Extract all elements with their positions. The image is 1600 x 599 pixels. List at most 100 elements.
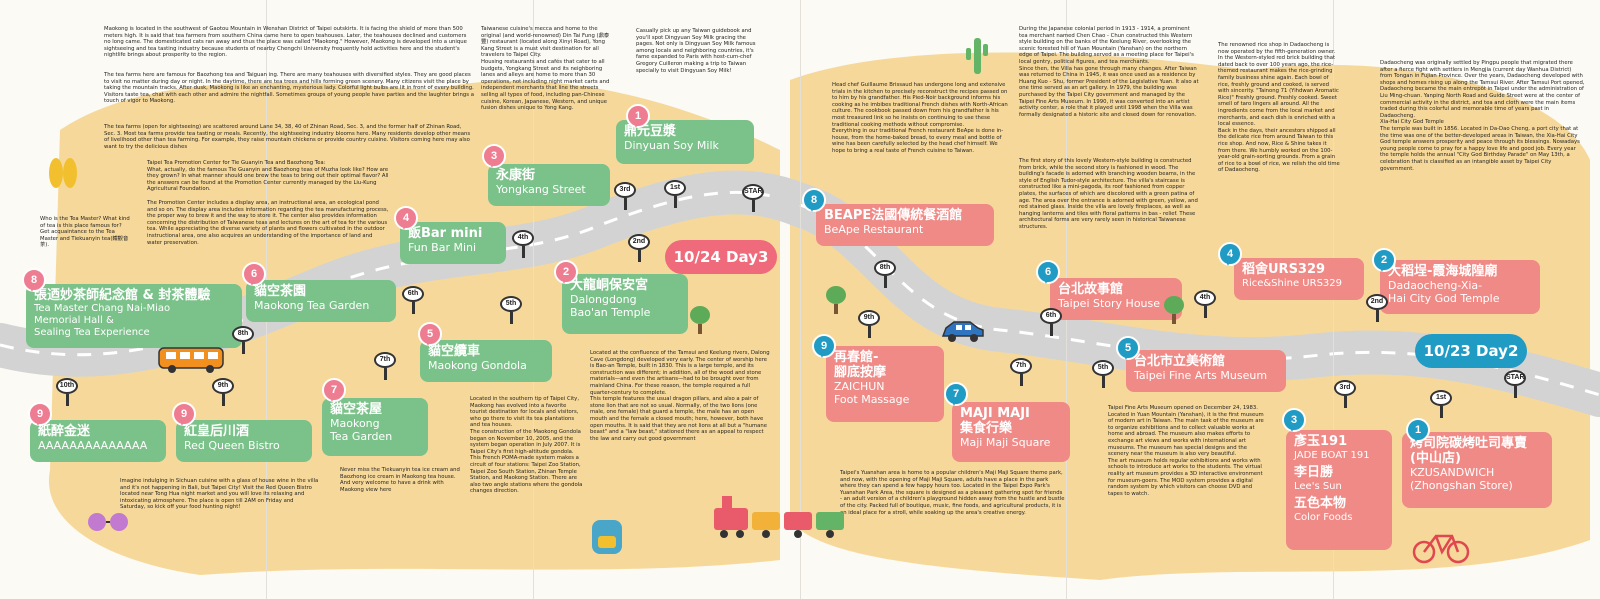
day2-badge: 10/23 Day2 (1415, 334, 1527, 368)
spot-name-en: Maokong Tea Garden (330, 417, 393, 443)
text-red-queen: Imagine indulging in Sichuan cuisine wit… (120, 478, 319, 511)
map-pin-7[interactable]: 7 (322, 378, 346, 402)
spot-name-zh: 再春館- 腳底按摩 (834, 350, 887, 380)
map-pin-2[interactable]: 2 (554, 260, 578, 284)
text-baoan-temple: Located at the confluence of the Tamsui … (590, 350, 770, 442)
spot-baoan-temple[interactable]: 大龍峒保安宮 Dalongdong Bao'an Temple (562, 274, 688, 334)
spot-name-en: ZAICHUN Foot Massage (834, 380, 910, 406)
spot-zhizui-jinmi[interactable]: 紙醉金迷 AAAAAAAAAAAAAA (30, 420, 166, 462)
stop-sign-star: STAR (742, 184, 764, 214)
map-pin-day2-4[interactable]: 4 (1218, 242, 1242, 266)
map-pin-6[interactable]: 6 (242, 262, 266, 286)
text-rice-shop: The renowned rice shop in Dadaocheng is … (1218, 42, 1340, 174)
spot-name-zh: BEAPE法國傳統餐酒館 (824, 208, 963, 223)
day3-badge: 10/24 Day3 (665, 240, 777, 274)
spot-name-en: Taipei Fine Arts Museum (1134, 369, 1268, 382)
spot-yongkang-street[interactable]: 永康街 Yongkang Street (488, 164, 610, 206)
map-pin-5[interactable]: 5 (418, 322, 442, 346)
stop-sign-6th: 6th (402, 286, 424, 316)
bicycle-icon (1412, 534, 1470, 564)
map-pin-day2-8[interactable]: 8 (802, 188, 826, 212)
spot-zaichun-massage[interactable]: 再春館- 腳底按摩 ZAICHUN Foot Massage (826, 346, 944, 422)
text-maji-maji: Taipei's Yuanshan area is home to a popu… (840, 470, 1065, 516)
map-pin-4[interactable]: 4 (394, 206, 418, 230)
spot-name-zh: 貓空茶園 (254, 284, 307, 299)
stop-sign-3rd-day2: 3rd (1334, 380, 1356, 410)
spot-name-en: Maji Maji Square (960, 436, 1051, 449)
text-tea-master: Who is the Tea Master? What kind of tea … (40, 216, 130, 249)
tree-icon (690, 306, 710, 334)
map-pin-day2-2[interactable]: 2 (1372, 248, 1396, 272)
spot-name-zh: 稻舍URS329 (1242, 262, 1326, 277)
stop-sign-10th: 10th (56, 378, 78, 408)
text-story-house-2: The first story of this lovely Western-s… (1019, 158, 1198, 230)
spot-name-en: Color Foods (1294, 512, 1353, 523)
spot-beape[interactable]: BEAPE法國傳統餐酒館 BeApe Restaurant (816, 204, 994, 246)
spot-name-zh: 五色本物 (1294, 496, 1347, 511)
text-maokong: Maokong is located in the southwest of G… (104, 26, 467, 59)
map-pin-day2-1[interactable]: 1 (1406, 418, 1430, 442)
spot-maokong-gondola[interactable]: 貓空纜車 Maokong Gondola (420, 340, 552, 382)
stop-sign-star-day2: STAR (1504, 370, 1526, 400)
map-pin-8[interactable]: 8 (22, 268, 46, 292)
spot-maokong-tea-house[interactable]: 貓空茶屋 Maokong Tea Garden (322, 398, 428, 456)
stop-sign-9th: 9th (212, 378, 234, 408)
map-pin-day2-6[interactable]: 6 (1036, 260, 1060, 284)
stop-sign-4th: 4th (512, 230, 534, 260)
text-beape: Head chef Guillaume Brissaud has undergo… (832, 82, 1008, 154)
spot-name-zh: 彥玉191 (1294, 434, 1348, 449)
text-tiekuanyin: Never miss the Tiekuanyin tea ice cream … (340, 467, 460, 493)
spot-name-zh: 紙醉金迷 (38, 424, 91, 439)
tree-icon (1164, 296, 1184, 324)
spot-name-en: Dinyuan Soy Milk (624, 139, 719, 152)
spot-story-house[interactable]: 台北故事館 Taipei Story House (1050, 278, 1182, 320)
spot-xiahai-temple[interactable]: 大稻埕-霞海城隍廟 Dadaocheng-Xia- Hai City God T… (1380, 260, 1540, 314)
spot-fine-arts-museum[interactable]: 台北市立美術館 Taipei Fine Arts Museum (1126, 350, 1286, 392)
spot-name-en: Maokong Gondola (428, 359, 527, 372)
spot-name-zh: 台北市立美術館 (1134, 354, 1226, 369)
pin-number: 4 (394, 206, 418, 230)
map-pin-day2-7[interactable]: 7 (944, 382, 968, 406)
map-pin-1[interactable]: 1 (626, 104, 650, 128)
stop-sign-1st: 1st (664, 180, 686, 210)
spot-name-zh: MAJI MAJI 集食行樂 (960, 406, 1030, 436)
car-icon (941, 321, 984, 342)
text-dingyuan: Casually pick up any Taiwan guidebook an… (636, 28, 756, 74)
map-pin-3[interactable]: 3 (482, 144, 506, 168)
spot-name-zh: 張迺妙茶師紀念館 & 封茶體驗 (34, 288, 211, 303)
text-tea-farms: The tea farms here are famous for Baozho… (104, 72, 474, 105)
spot-name-en: JADE BOAT 191 (1294, 450, 1370, 461)
text-tea-farms-2: The tea farms (open for sightseeing) are… (104, 124, 471, 150)
map-pin-day2-5[interactable]: 5 (1116, 336, 1140, 360)
spot-tea-master-memorial[interactable]: 張迺妙茶師紀念館 & 封茶體驗 Tea Master Chang Nai-Mia… (26, 284, 242, 348)
spot-kzusandwich[interactable]: 烤司院碳烤吐司專賣 (中山店) KZUSANDWICH (Zhongshan S… (1402, 432, 1552, 508)
spot-name-en: KZUSANDWICH (Zhongshan Store) (1410, 466, 1513, 492)
pin-number: 9 (172, 402, 196, 426)
spot-name-en: Dadaocheng-Xia- Hai City God Temple (1388, 279, 1500, 305)
spot-name-en: Taipei Story House (1058, 297, 1161, 310)
stop-sign-4th-day2: 4th (1194, 290, 1216, 320)
stop-sign-3rd: 3rd (614, 182, 636, 212)
spot-name-en: Tea Master Chang Nai-Miao Memorial Hall … (34, 303, 171, 338)
text-promotion-center: Taipei Tea Promotion Center for Tie Guan… (147, 160, 389, 193)
spot-name-en: Yongkang Street (496, 183, 586, 196)
spot-fun-bar-mini[interactable]: 飯Bar mini Fun Bar Mini (400, 222, 506, 264)
map-pin-9[interactable]: 9 (172, 402, 196, 426)
spot-rice-shine[interactable]: 稻舍URS329 Rice&Shine URS329 (1234, 258, 1364, 300)
spot-name-zh: 大龍峒保安宮 (570, 278, 649, 293)
spot-maji-maji[interactable]: MAJI MAJI 集食行樂 Maji Maji Square (952, 402, 1070, 462)
map-pin-day2-9[interactable]: 9 (812, 334, 836, 358)
spot-red-queen-bistro[interactable]: 紅皇后川酒 Red Queen Bistro (176, 420, 312, 462)
text-gondola: Located in the southern tip of Taipei Ci… (470, 396, 583, 495)
map-pin-day2-3[interactable]: 3 (1282, 408, 1306, 432)
stop-sign-6th-day2: 6th (1040, 308, 1062, 338)
map-pin-9b[interactable]: 9 (28, 402, 52, 426)
tree-icon (826, 286, 846, 314)
spot-maokong-tea-garden[interactable]: 貓空茶園 Maokong Tea Garden (246, 280, 396, 322)
spot-name-en: Rice&Shine URS329 (1242, 278, 1343, 289)
backpack-icon (592, 520, 622, 554)
spot-name-zh: 貓空茶屋 (330, 402, 383, 417)
stop-sign-7th-day2: 7th (1010, 358, 1032, 388)
spot-name-en: BeApe Restaurant (824, 223, 924, 236)
spot-jade-boat-group[interactable]: 彥玉191 JADE BOAT 191 李日勝 Lee's Sun 五色本物 C… (1286, 430, 1392, 550)
